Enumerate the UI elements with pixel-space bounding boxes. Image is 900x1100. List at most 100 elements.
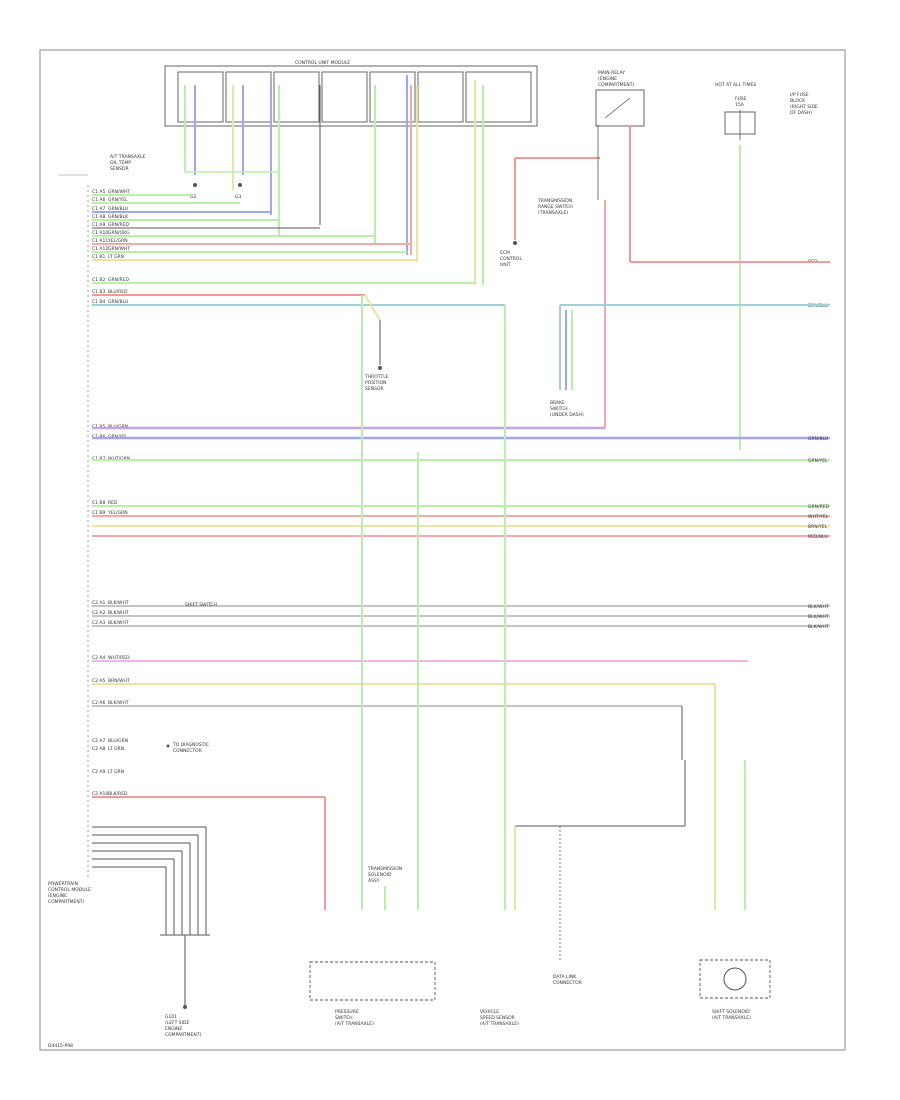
accel-label-0: A/T TRANSAXLE: [110, 154, 146, 160]
pin-11: C1 B4: [92, 299, 106, 305]
throttle-label-0: THROTTLE: [364, 374, 389, 380]
pin-26: C2 A10: [92, 791, 108, 797]
shift-solenoid: SHIFT SOLENOID (A/T TRANSAXLE): [699, 760, 771, 1021]
ecu-label: POWERTRAIN CONTROL MODULE (ENGINE COMPAR…: [48, 881, 91, 905]
range-switch-label-0: TRANSMISSION: [537, 198, 572, 204]
fuse-block-label-1: BLOCK: [790, 98, 806, 104]
brake-label-2: (UNDER DASH): [550, 412, 584, 418]
wire-bundle-upper: [92, 194, 505, 306]
speed-label-2: (A/T TRANSAXLE): [480, 1021, 519, 1027]
pin-4: C1 A9: [92, 222, 106, 228]
pin-color-6: YEL/GRN: [107, 238, 128, 244]
range-switch-label-1: RANGE SWITCH: [538, 204, 573, 210]
pin-color-16: YEL/GRN: [107, 510, 128, 516]
pin-5: C1 A10: [92, 230, 108, 236]
pin-19: C2 A3: [92, 620, 106, 626]
pressure-label-0: PRESSURE: [335, 1009, 359, 1015]
relay-label-0: MAIN RELAY: [598, 70, 625, 76]
pin-color-25: LT GRN: [108, 769, 124, 775]
pin-color-21: BRN/WHT: [108, 678, 130, 684]
control-unit-module: CONTROL UNIT MODULE: [164, 60, 538, 127]
wire-bundle-middle: [92, 200, 830, 910]
pin-22: C2 A6: [92, 700, 106, 706]
data-link-0: DATA LINK: [553, 974, 577, 980]
range-switch-label-2: (TRANSAXLE): [538, 210, 568, 216]
pin-18: C2 A2: [92, 610, 106, 616]
fuse-block-label-2: (RIGHT SIDE: [790, 104, 818, 110]
throttle-sensor: THROTTLE POSITION SENSOR: [361, 294, 506, 910]
g-label-1: G3: [235, 194, 241, 200]
pin-color-3: GRN/BLK: [108, 214, 129, 220]
throttle-label-1: POSITION: [365, 380, 386, 386]
pin-color-8: LT GRN: [108, 254, 124, 260]
speed-label-1: SPEED SENSOR: [480, 1015, 515, 1021]
ecu-label-0: POWERTRAIN: [48, 881, 78, 887]
main-relay: MAIN RELAY (ENGINE COMPARTMENT): [595, 70, 645, 127]
pin-color-18: BLK/WHT: [108, 610, 129, 616]
ground-label-1: (LEFT SIDE: [165, 1020, 189, 1026]
pin-16: C1 B9: [92, 510, 106, 516]
pin-1: C1 A6: [92, 197, 106, 203]
shift-sol-label-0: SHIFT SOLENOID: [712, 1009, 750, 1015]
pin-color-7: GRN/WHT: [108, 246, 130, 252]
throttle-label-2: SENSOR: [365, 386, 384, 392]
relay-label-2: COMPARTMENT): [598, 82, 634, 88]
pin-color-2: GRN/BLU: [108, 206, 128, 212]
ecu-label-1: CONTROL MODULE: [48, 887, 91, 893]
pin-color-11: GRN/BLU: [108, 299, 128, 305]
relay-label-1: (ENGINE: [598, 76, 617, 82]
pin-24: C2 A8: [92, 746, 106, 752]
pin-color-4: GRN/RED: [108, 222, 129, 228]
pin-17: C2 A1: [92, 600, 106, 606]
pin-15: C1 B8: [92, 500, 106, 506]
pin-color-19: BLK/WHT: [108, 620, 129, 626]
pin-color-0: GRN/WHT: [108, 189, 130, 195]
ecm-label-1: CONTROL: [500, 256, 522, 262]
pin-0: C1 A5: [92, 189, 106, 195]
control-unit-title: CONTROL UNIT MODULE: [295, 60, 350, 66]
ecu-label-3: COMPARTMENT): [48, 899, 84, 905]
ground-label-0: G101: [165, 1014, 177, 1020]
right-label-6: BRN/YEL: [808, 524, 828, 530]
diag-label-0: TO DIAGNOSTIC: [172, 742, 209, 748]
solenoid-label-0: TRANSMISSION: [367, 866, 402, 872]
fuse-block-label-0: I/P FUSE: [790, 92, 809, 98]
ecm-label-2: UNIT: [500, 262, 511, 268]
pin-6: C1 A11: [92, 238, 108, 244]
fuse-block: HOT AT ALL TIMES FUSE 15A I/P FUSE BLOCK…: [715, 82, 818, 450]
ecm-label-0: ECM: [500, 250, 510, 256]
g-label-0: G2: [190, 194, 196, 200]
right-label-9: BLK/WHT: [808, 624, 829, 630]
pin-7: C1 A12: [92, 246, 108, 252]
accel-label-2: SENSOR: [110, 166, 129, 172]
ground-label-2: ENGINE: [165, 1026, 182, 1032]
diagram-frame: [39, 49, 846, 1051]
control-unit-drops: [184, 75, 484, 285]
diag-label: TO DIAGNOSTIC CONNECTOR SHIFT SWITCH: [166, 602, 217, 754]
fuse-label-0: HOT AT ALL TIMES: [715, 82, 756, 88]
solenoid-label-1: SOLENOID: [368, 872, 392, 878]
right-label-3: GRN/YEL: [808, 458, 828, 464]
pin-color-20: WHT/RED: [108, 655, 130, 661]
brake-switch: BRAKE SWITCH (UNDER DASH): [550, 304, 830, 418]
pin-color-24: LT GRN: [108, 746, 124, 752]
right-label-2: GRN/BLU: [808, 436, 828, 442]
pin-color-17: BLK/WHT: [108, 600, 129, 606]
pin-21: C2 A5: [92, 678, 106, 684]
brake-label-1: SWITCH: [550, 406, 568, 412]
ecu-label-2: (ENGINE: [48, 893, 67, 899]
pin-2: C1 A7: [92, 206, 106, 212]
pin-color-23: BLU/GRN: [108, 738, 128, 744]
pin-3: C1 A8: [92, 214, 106, 220]
ground-points-top: G2 G3 A/T TRANSAXLE OIL TEMP SENSOR: [110, 154, 280, 200]
pin-color-1: GRN/YEL: [108, 197, 128, 203]
pin-color-15: RED: [108, 500, 118, 506]
right-label-7: BLK/WHT: [808, 604, 829, 610]
accel-label-1: OIL TEMP: [110, 160, 131, 166]
speed-sensor: VEHICLE SPEED SENSOR (A/T TRANSAXLE) DAT…: [480, 760, 686, 1027]
ground-bundle: G101 (LEFT SIDE ENGINE COMPARTMENT): [92, 826, 210, 1038]
pin-25: C2 A9: [92, 769, 106, 775]
pin-9: C1 B2: [92, 277, 106, 283]
pin-20: C2 A4: [92, 655, 106, 661]
